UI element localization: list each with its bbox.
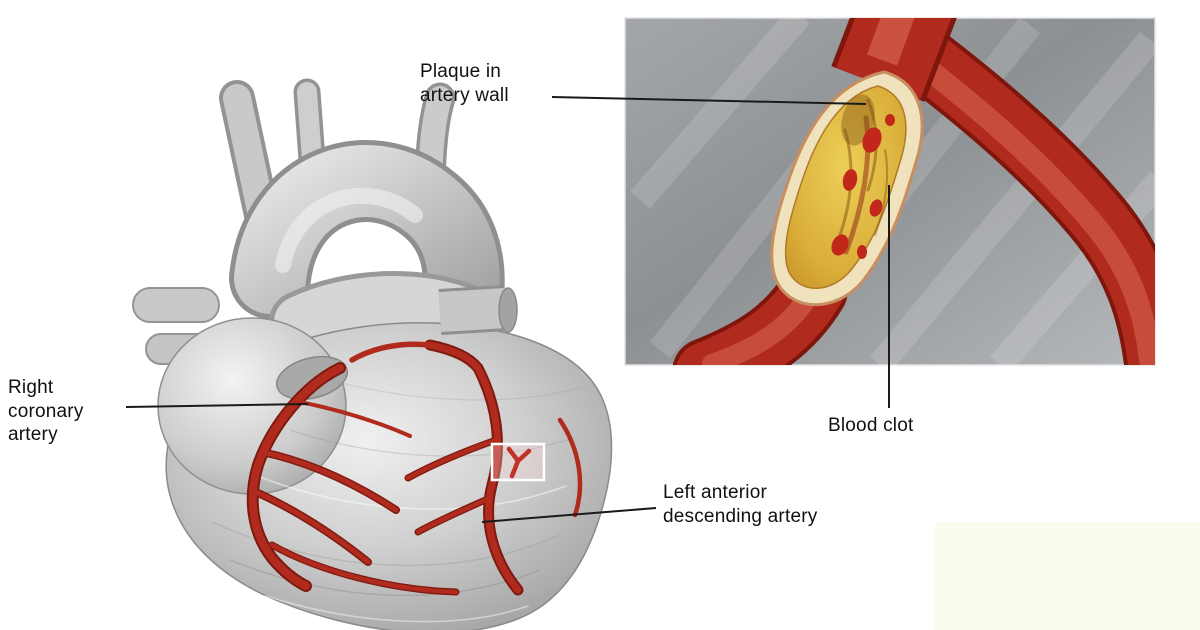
label-plaque-in-artery-wall: Plaque in artery wall [420, 61, 509, 106]
highlight-box [490, 442, 546, 482]
blood-clot-blobs [831, 114, 895, 259]
pointer-lines [125, 96, 890, 523]
inset-panel [624, 17, 1156, 366]
plaque-pointer-line [551, 96, 867, 105]
lad-pointer-line [481, 507, 657, 523]
label-right-coronary-artery: Right coronary artery [8, 377, 84, 446]
artery-trunk [831, 18, 957, 102]
corner-tint [935, 522, 1200, 630]
right-coronary-artery-core [248, 364, 459, 595]
right-vessel-stub [438, 285, 518, 335]
artery-cutaway [770, 70, 924, 307]
left-anterior-descending-core [349, 341, 583, 594]
label-left-anterior-descending-artery: Left anterior descending artery [663, 482, 818, 527]
heart-illustration [132, 78, 613, 630]
label-blood-clot: Blood clot [828, 415, 914, 436]
artery-branch-right [867, 18, 1155, 365]
right-coronary-pointer-line [125, 403, 309, 408]
